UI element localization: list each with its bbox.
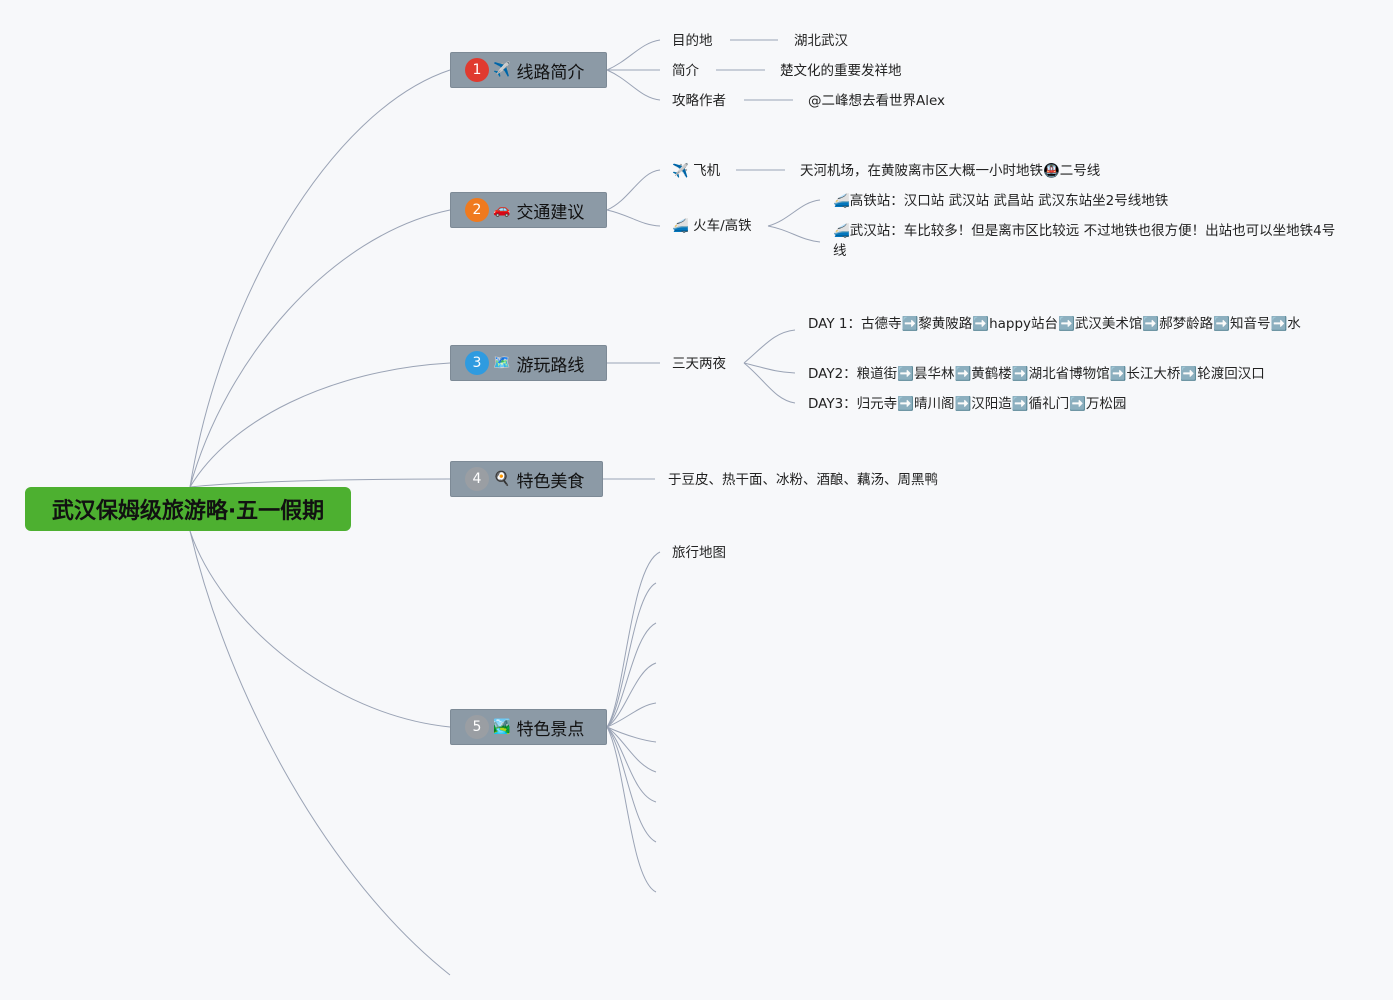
leaf-train-label[interactable]: 🚄 火车/高铁 bbox=[672, 218, 752, 234]
leaf-intro-value[interactable]: 楚文化的重要发祥地 bbox=[780, 63, 902, 79]
number-badge: 5 bbox=[465, 715, 489, 739]
number-badge: 2 bbox=[465, 198, 489, 222]
leaf-travel-map[interactable]: 旅行地图 bbox=[672, 545, 726, 561]
leaf-plane-label[interactable]: ✈️ 飞机 bbox=[672, 163, 721, 179]
branch-label: 交通建议 bbox=[516, 202, 585, 223]
branch-label: 线路简介 bbox=[516, 62, 585, 83]
leaf-day3[interactable]: DAY3：归元寺➡️晴川阁➡️汉阳造➡️循礼门➡️万松园 bbox=[808, 396, 1127, 412]
branch-route-intro[interactable]: 1 ✈️ 线路简介 bbox=[450, 52, 607, 88]
leaf-plane-value[interactable]: 天河机场，在黄陂离市区大概一小时地铁🚇二号线 bbox=[800, 163, 1101, 179]
frying-pan-icon: 🍳 bbox=[493, 471, 511, 487]
leaf-food-list[interactable]: 于豆皮、热干面、冰粉、酒酿、藕汤、周黑鸭 bbox=[668, 472, 938, 488]
branch-food[interactable]: 4 🍳 特色美食 bbox=[450, 461, 603, 497]
root-topic[interactable]: 武汉保姆级旅游略·五一假期 bbox=[25, 487, 351, 531]
branch-label: 游玩路线 bbox=[516, 355, 585, 376]
landscape-icon: 🏞️ bbox=[493, 719, 511, 735]
leaf-day1[interactable]: DAY 1：古德寺➡️黎黄陂路➡️happy站台➡️武汉美术馆➡️郝梦龄路➡️知… bbox=[808, 316, 1301, 332]
branch-attractions[interactable]: 5 🏞️ 特色景点 bbox=[450, 709, 607, 745]
root-title: 武汉保姆级旅游略·五一假期 bbox=[51, 499, 325, 524]
leaf-destination-value[interactable]: 湖北武汉 bbox=[794, 33, 848, 49]
airplane-icon: ✈️ bbox=[493, 62, 511, 78]
leaf-train-value-1[interactable]: 🚄高铁站：汉口站 武汉站 武昌站 武汉东站坐2号线地铁 bbox=[833, 193, 1169, 209]
map-icon: 🗺️ bbox=[493, 355, 511, 371]
branch-label: 特色美食 bbox=[516, 471, 585, 492]
leaf-day2[interactable]: DAY2：粮道街➡️昙华林➡️黄鹤楼➡️湖北省博物馆➡️长江大桥➡️轮渡回汉口 bbox=[808, 366, 1265, 382]
leaf-trip-length[interactable]: 三天两夜 bbox=[672, 356, 726, 372]
leaf-train-value-2[interactable]: 🚄武汉站：车比较多！但是离市区比较远 不过地铁也很方便！出站也可以坐地铁4号线 bbox=[833, 223, 1336, 259]
car-icon: 🚗 bbox=[493, 202, 511, 218]
leaf-author-label[interactable]: 攻略作者 bbox=[672, 93, 726, 109]
leaf-destination-label[interactable]: 目的地 bbox=[672, 33, 713, 49]
branch-label: 特色景点 bbox=[516, 719, 585, 740]
number-badge: 4 bbox=[465, 467, 489, 491]
leaf-intro-label[interactable]: 简介 bbox=[672, 63, 699, 79]
number-badge: 1 bbox=[465, 58, 489, 82]
leaf-author-value[interactable]: @二峰想去看世界Alex bbox=[808, 93, 946, 109]
branch-itinerary[interactable]: 3 🗺️ 游玩路线 bbox=[450, 345, 607, 381]
number-badge: 3 bbox=[465, 351, 489, 375]
branch-transport[interactable]: 2 🚗 交通建议 bbox=[450, 192, 607, 228]
